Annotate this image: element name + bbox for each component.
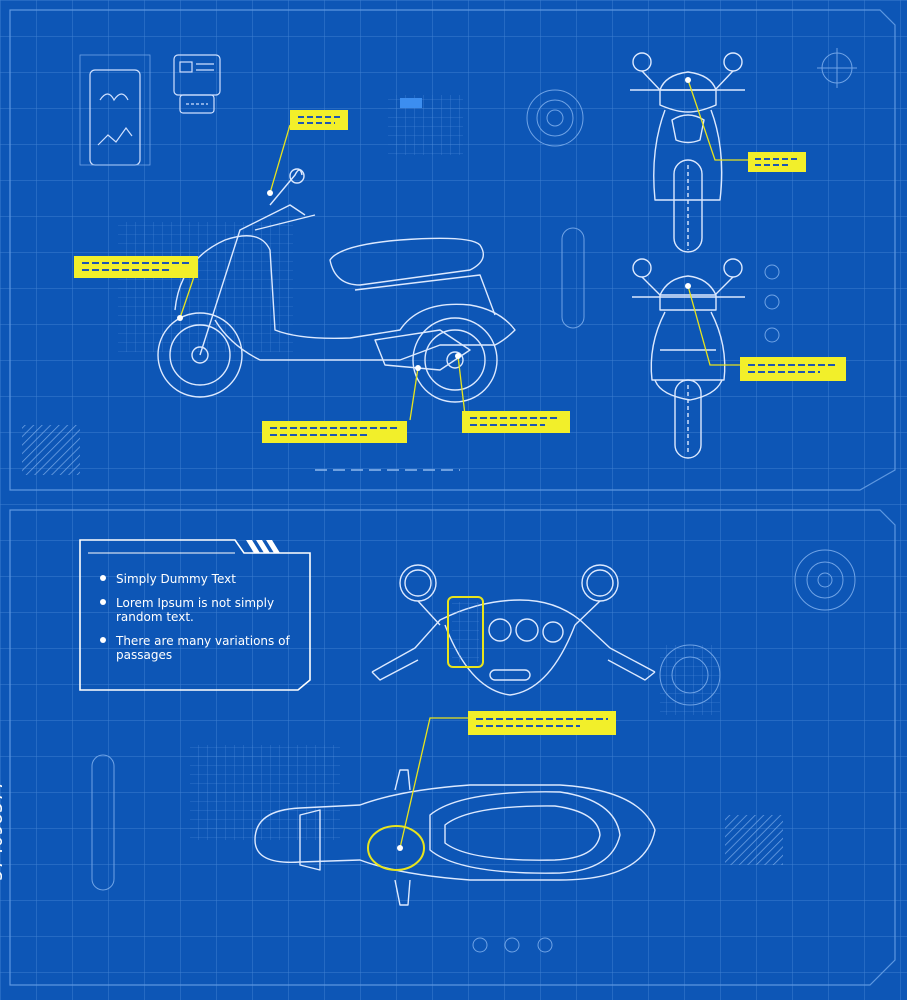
fine-grid-block xyxy=(190,745,340,840)
stock-id-label: 574098577 xyxy=(0,760,34,910)
legend-box: Simply Dummy Text Lorem Ipsum is not sim… xyxy=(80,540,310,690)
callout-box xyxy=(462,411,570,433)
capsule-shape xyxy=(91,227,585,891)
phone-app-icon xyxy=(79,54,151,166)
scooter-top-view xyxy=(254,769,656,906)
fine-grid-block xyxy=(388,95,463,155)
legend-list: Simply Dummy Text Lorem Ipsum is not sim… xyxy=(98,572,303,672)
stock-id-text: 574098577 xyxy=(0,779,7,881)
callout-box xyxy=(748,152,806,172)
callout-dots xyxy=(177,77,691,851)
scooter-side-view xyxy=(157,168,516,403)
legend-item: There are many variations of passages xyxy=(98,634,303,662)
fine-grid-block xyxy=(118,222,293,352)
legend-item: Simply Dummy Text xyxy=(98,572,303,586)
hatch-block xyxy=(725,815,783,865)
legend-item: Lorem Ipsum is not simply random text. xyxy=(98,596,303,624)
top-panel-frame xyxy=(9,9,896,491)
scooter-front-view xyxy=(630,52,745,253)
callout-box xyxy=(262,421,407,443)
hatch-block xyxy=(22,425,80,475)
target-circle xyxy=(472,48,857,953)
phone-mount xyxy=(447,596,484,668)
accent-block xyxy=(400,98,422,108)
console-highlight xyxy=(367,825,425,871)
callout-box xyxy=(74,256,198,278)
card-reader-icon xyxy=(173,54,221,114)
legend-frame xyxy=(79,539,311,691)
callout-box xyxy=(290,110,348,130)
scooter-rear-view xyxy=(632,258,745,459)
callout-box xyxy=(740,357,846,381)
callout-box xyxy=(468,711,616,735)
callout-lines xyxy=(179,79,750,849)
bottom-panel-frame xyxy=(9,509,896,986)
